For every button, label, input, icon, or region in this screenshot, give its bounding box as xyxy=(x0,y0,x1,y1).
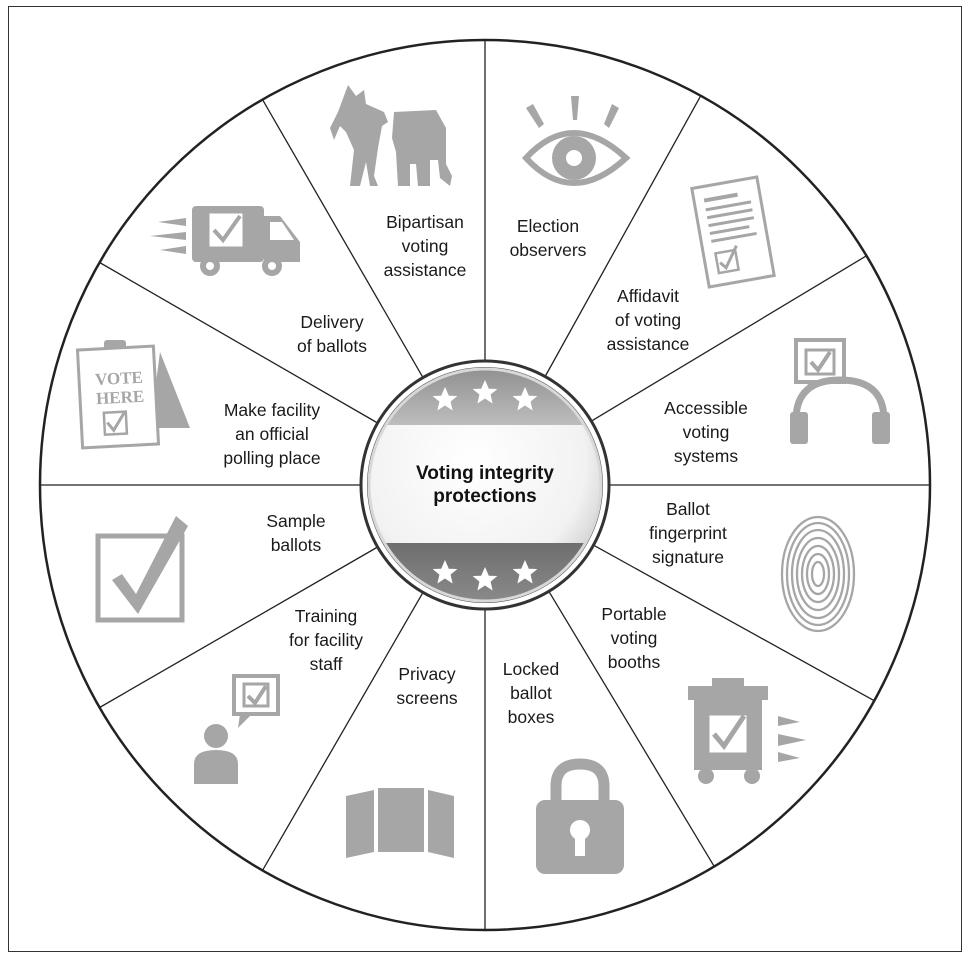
segment-divider xyxy=(542,95,702,381)
eye-icon xyxy=(521,96,631,186)
portable-booth-icon xyxy=(688,678,806,784)
label-line: signature xyxy=(651,547,724,567)
icons: VOTE HERE xyxy=(75,85,890,874)
center-title: Voting integrity protections xyxy=(416,462,554,508)
label-line: ballot xyxy=(510,683,552,703)
vote-here-sign-icon: VOTE HERE xyxy=(75,340,190,450)
donkey-elephant-icon xyxy=(330,85,452,186)
padlock-icon xyxy=(536,758,624,874)
segment-label-sample: Sample ballots xyxy=(266,509,325,557)
label-line: voting xyxy=(610,628,658,648)
label-line: an official xyxy=(235,424,309,444)
segment-label-accessible: Accessible voting systems xyxy=(664,396,748,468)
label-line: systems xyxy=(673,446,739,466)
segment-label-affidavit: Affidavit of voting assistance xyxy=(607,284,690,356)
label-line: Delivery xyxy=(300,312,364,332)
segment-divider xyxy=(261,588,426,871)
segment-label-training: Training for facility staff xyxy=(289,604,363,676)
segment-label-observers: Election observers xyxy=(510,214,587,262)
label-line: for facility xyxy=(289,630,363,650)
label-line: voting xyxy=(401,236,449,256)
label-line: Training xyxy=(294,606,358,626)
privacy-screen-icon xyxy=(346,788,454,858)
segment-label-polling: Make facility an official polling place xyxy=(223,398,320,470)
segment-label-fingerprint: Ballot fingerprint signature xyxy=(649,497,727,569)
segment-divider xyxy=(546,587,715,867)
stars-top xyxy=(432,380,538,411)
label-line: Sample xyxy=(266,511,326,531)
label-line: booths xyxy=(607,652,661,672)
label-line: ballots xyxy=(270,535,322,555)
label-line: boxes xyxy=(507,707,555,727)
label-line: polling place xyxy=(223,448,321,468)
label-line: Election xyxy=(516,216,580,236)
segment-label-delivery: Delivery of ballots xyxy=(297,310,367,358)
headphones-icon xyxy=(790,338,890,444)
segment-divider xyxy=(589,542,875,702)
center-badge xyxy=(359,359,611,611)
label-line: staff xyxy=(309,654,343,674)
label-line: Affidavit xyxy=(617,286,679,306)
segment-label-bipartisan: Bipartisan voting assistance xyxy=(384,210,467,282)
center-title-line1: Voting integrity xyxy=(416,463,554,484)
document-check-icon xyxy=(690,175,776,289)
label-line: Ballot xyxy=(666,499,710,519)
segment-dividers xyxy=(40,40,930,930)
label-line: observers xyxy=(509,240,587,260)
label-line: assistance xyxy=(383,260,467,280)
label-line: Bipartisan xyxy=(386,212,464,232)
label-line: Make facility xyxy=(223,400,321,420)
segment-label-locked: Locked ballot boxes xyxy=(503,657,559,729)
label-line: of ballots xyxy=(296,336,368,356)
checkbox-icon xyxy=(95,516,188,623)
segment-divider xyxy=(261,99,426,382)
label-line: screens xyxy=(396,688,458,708)
label-line: Locked xyxy=(502,659,560,679)
label-line: assistance xyxy=(606,334,690,354)
delivery-van-icon xyxy=(150,206,300,276)
segment-label-privacy: Privacy screens xyxy=(396,662,457,710)
vote-sign-line1: VOTE xyxy=(95,368,144,389)
label-line: Portable xyxy=(601,604,667,624)
center-title-line2: protections xyxy=(433,486,537,507)
label-line: fingerprint xyxy=(649,523,727,543)
segment-label-portable: Portable voting booths xyxy=(601,602,666,674)
label-line: of voting xyxy=(614,310,682,330)
segment-divider xyxy=(99,544,382,709)
segment-divider xyxy=(587,255,867,424)
segment-divider xyxy=(99,261,382,426)
person-speech-icon xyxy=(194,674,280,784)
label-line: voting xyxy=(682,422,730,442)
vote-sign-line2: HERE xyxy=(96,387,145,408)
fingerprint-icon xyxy=(780,515,856,633)
label-line: Accessible xyxy=(664,398,748,418)
label-line: Privacy xyxy=(398,664,456,684)
stars-bottom xyxy=(432,560,538,591)
